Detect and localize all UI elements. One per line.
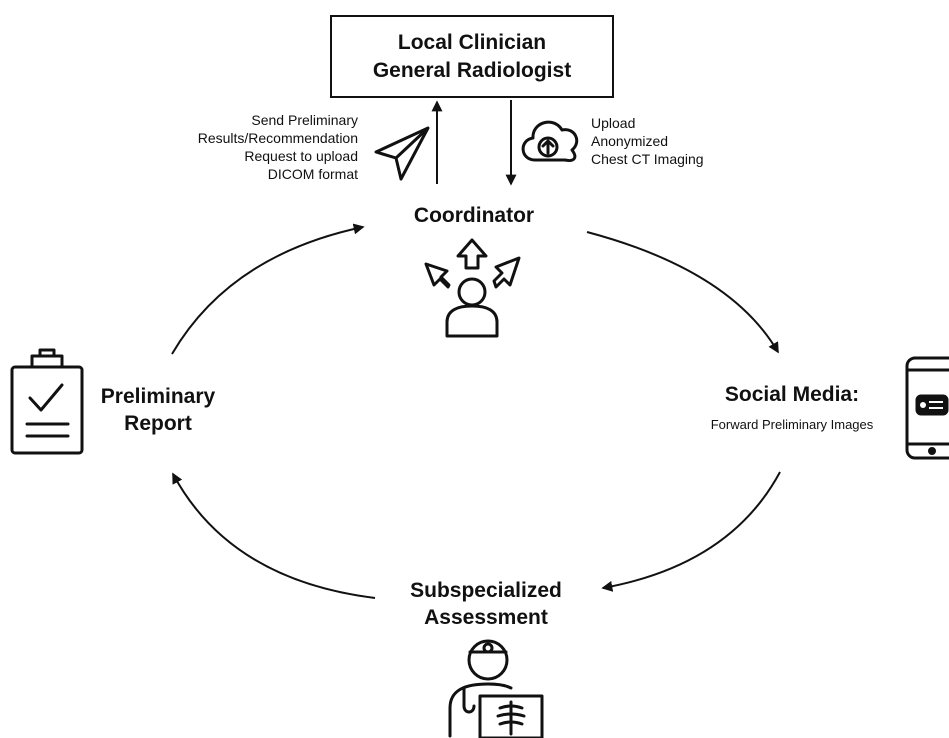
upload-note-line-1: Upload: [591, 115, 636, 131]
person-with-arrows-icon: [424, 238, 521, 338]
send-note-line-1: Send Preliminary: [251, 112, 358, 128]
preliminary-report-label: Preliminary Report: [88, 383, 228, 437]
social-media-subtitle: Forward Preliminary Images: [710, 417, 874, 432]
send-note-line-2: Results/Recommendation: [197, 130, 358, 146]
coordinator-label: Coordinator: [413, 204, 535, 227]
report-line-2: Report: [124, 412, 192, 435]
clipboard-check-icon: [10, 348, 84, 455]
social-media-title: Social Media:: [724, 383, 860, 406]
cloud-upload-icon: [521, 120, 579, 162]
upload-note-line-3: Chest CT Imaging: [591, 151, 704, 167]
send-note: Send Preliminary Results/Recommendation …: [198, 111, 358, 183]
report-line-1: Preliminary: [100, 385, 216, 408]
assessment-label: Subspecialized Assessment: [386, 577, 586, 631]
radiologist-title: General Radiologist: [372, 58, 572, 82]
arrow-report-to-coordinator: [171, 223, 365, 355]
arrow-coordinator-to-social: [586, 231, 779, 354]
assessment-line-1: Subspecialized: [410, 579, 562, 602]
arrow-social-to-assessment: [601, 471, 781, 592]
doctor-xray-icon: [448, 639, 544, 738]
upload-note-line-2: Anonymized: [591, 133, 669, 149]
smartphone-chat-icon: [905, 356, 949, 460]
clinician-title: Local Clinician: [397, 30, 547, 54]
arrow-assessment-to-report: [172, 472, 376, 599]
local-clinician-box: Local Clinician General Radiologist: [330, 15, 614, 98]
paper-plane-icon: [374, 126, 430, 181]
send-note-line-4: DICOM format: [267, 166, 358, 182]
send-note-line-3: Request to upload: [244, 148, 358, 164]
assessment-line-2: Assessment: [424, 606, 548, 629]
upload-note: Upload Anonymized Chest CT Imaging: [591, 114, 704, 168]
